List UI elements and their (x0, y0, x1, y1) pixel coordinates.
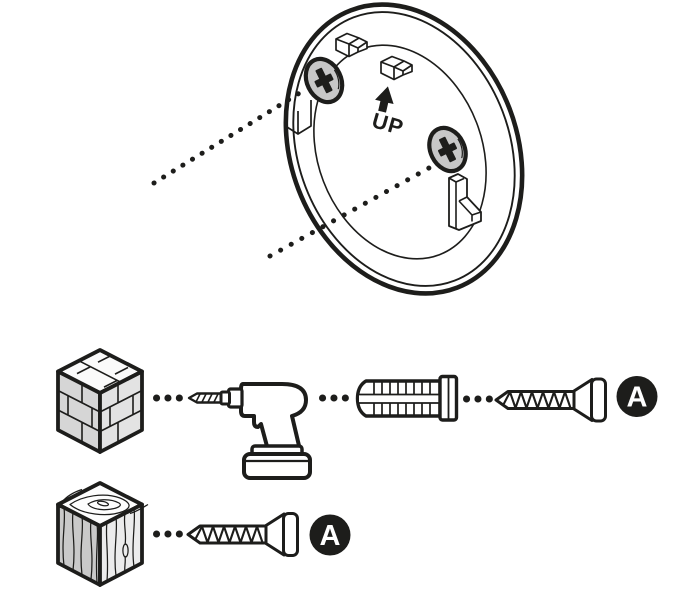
wall-plug-anchor-icon (355, 374, 459, 422)
wood-grain-lines (61, 488, 149, 583)
wood-cube-icon (56, 481, 149, 587)
brick-masonry-cube-icon (56, 348, 144, 454)
edge-clip-icon (286, 100, 312, 135)
badge-circle (616, 376, 658, 417)
wall-plate-panel: UP (151, 2, 525, 296)
screw-icon (186, 512, 299, 557)
drill-body (239, 382, 308, 452)
marker-a-badge: A (616, 376, 658, 417)
up-arrow-icon (375, 86, 394, 113)
dotted-guide-line (151, 86, 309, 186)
badge-letter: A (627, 382, 648, 414)
drill-icon (187, 382, 312, 480)
wood-row: A (56, 481, 351, 587)
marker-a-badge: A (309, 514, 351, 556)
screw-icon (494, 377, 607, 423)
drill-battery (242, 452, 312, 480)
keyhole-hook-icon (448, 173, 482, 231)
masonry-row: A (56, 348, 658, 480)
dotted-guide-line (267, 160, 441, 259)
badge-circle (309, 514, 351, 556)
plate-rim-line (292, 11, 516, 287)
badge-letter: A (320, 520, 341, 552)
